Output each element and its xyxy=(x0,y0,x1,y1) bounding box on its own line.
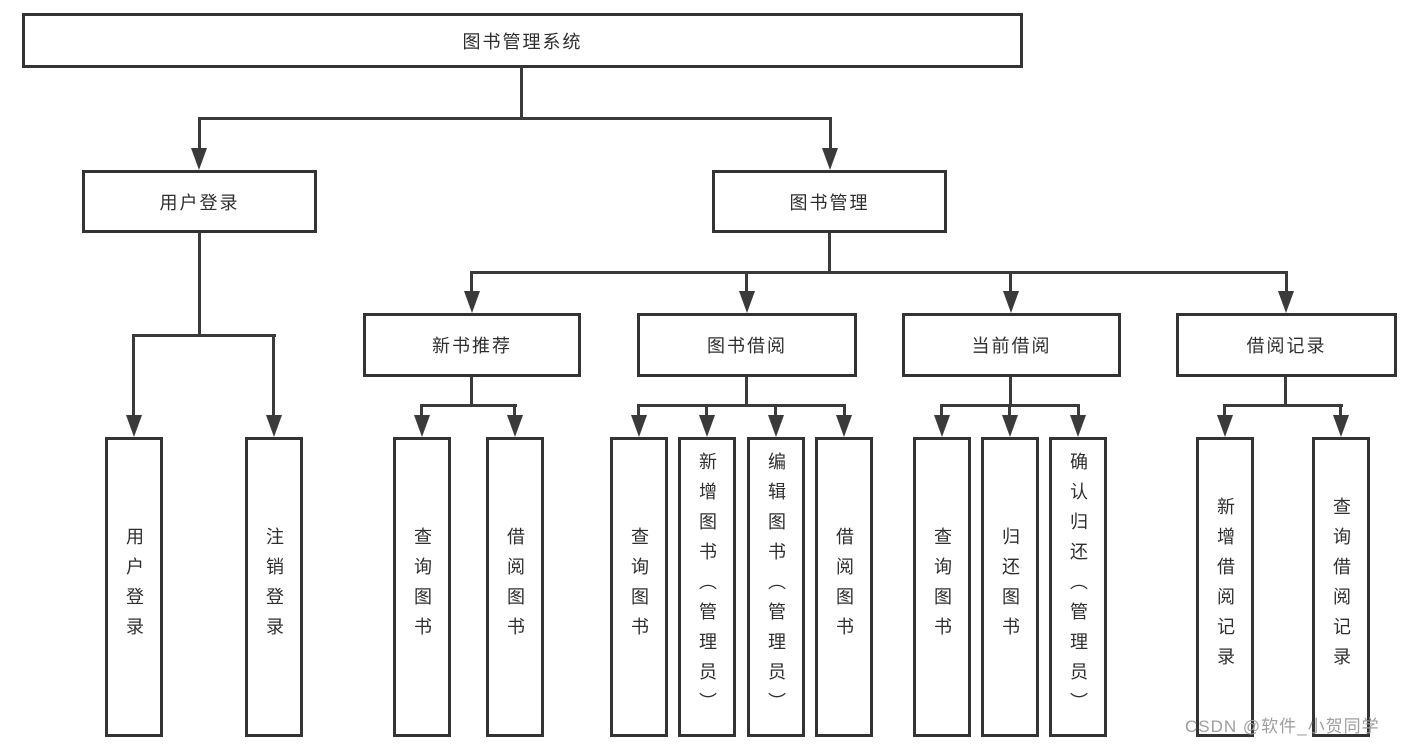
arrow-down-icon xyxy=(1002,415,1018,437)
arrow-down-icon xyxy=(191,148,207,170)
connector-line xyxy=(272,334,275,418)
connector-line xyxy=(828,233,831,274)
leaf-add-book: 新增图书（管理员） xyxy=(678,437,736,737)
arrow-down-icon xyxy=(1278,291,1294,313)
node-book-borrow-label: 图书借阅 xyxy=(707,336,787,356)
arrow-down-icon xyxy=(836,415,852,437)
connector-line xyxy=(470,271,473,295)
leaf-add-book-label: 新增图书（管理员） xyxy=(697,452,717,722)
node-user-login-label: 用户登录 xyxy=(159,192,240,213)
arrow-down-icon xyxy=(126,415,142,437)
arrow-down-icon xyxy=(739,291,755,313)
leaf-query-book-rec-label: 查询图书 xyxy=(412,527,432,647)
connector-line xyxy=(745,377,748,407)
leaf-add-borrow-record: 新增借阅记录 xyxy=(1196,437,1254,737)
connector-line xyxy=(637,404,640,418)
arrow-down-icon xyxy=(414,415,430,437)
arrow-down-icon xyxy=(507,415,523,437)
node-book-borrow: 图书借阅 xyxy=(637,313,857,377)
leaf-query-book-current: 查询图书 xyxy=(913,437,971,737)
arrow-down-icon xyxy=(1003,291,1019,313)
connector-line xyxy=(198,117,832,120)
connector-line xyxy=(1223,404,1226,418)
leaf-query-borrow-record: 查询借阅记录 xyxy=(1312,437,1370,737)
connector-line xyxy=(829,117,832,153)
leaf-add-borrow-record-label: 新增借阅记录 xyxy=(1215,497,1235,677)
connector-line xyxy=(513,404,516,418)
leaf-query-borrow-record-label: 查询借阅记录 xyxy=(1331,497,1351,677)
arrow-down-icon xyxy=(1070,415,1086,437)
node-borrow-record-label: 借阅记录 xyxy=(1246,336,1327,356)
node-current-borrow-label: 当前借阅 xyxy=(971,336,1052,356)
arrow-down-icon xyxy=(1333,415,1349,437)
connector-line xyxy=(132,334,276,337)
leaf-borrow-book-rec-label: 借阅图书 xyxy=(505,527,525,647)
connector-line xyxy=(1009,271,1012,295)
leaf-query-book-borrow-label: 查询图书 xyxy=(629,527,649,647)
leaf-borrow-book: 借阅图书 xyxy=(815,437,873,737)
node-root-label: 图书管理系统 xyxy=(462,31,583,52)
connector-line xyxy=(198,117,201,153)
node-current-borrow: 当前借阅 xyxy=(902,313,1121,377)
node-new-book-rec: 新书推荐 xyxy=(363,313,581,377)
connector-line xyxy=(198,233,201,337)
connector-line xyxy=(470,271,1288,274)
csdn-watermark: CSDN @软件_小贺同学 xyxy=(1185,717,1380,736)
leaf-confirm-return-label: 确认归还（管理员） xyxy=(1068,452,1088,722)
leaf-query-book-rec: 查询图书 xyxy=(393,437,451,737)
connector-line xyxy=(520,66,523,120)
connector-line xyxy=(132,334,135,418)
arrow-down-icon xyxy=(631,415,647,437)
leaf-return-book: 归还图书 xyxy=(981,437,1039,737)
connector-line xyxy=(1339,404,1342,418)
connector-line xyxy=(1008,404,1011,418)
arrow-down-icon xyxy=(699,415,715,437)
arrow-down-icon xyxy=(464,291,480,313)
connector-line xyxy=(420,404,517,407)
leaf-user-login: 用户登录 xyxy=(105,437,163,737)
node-book-mgmt-label: 图书管理 xyxy=(789,192,870,213)
node-borrow-record: 借阅记录 xyxy=(1176,313,1397,377)
connector-line xyxy=(940,404,943,418)
leaf-borrow-book-label: 借阅图书 xyxy=(834,527,854,647)
node-user-login: 用户登录 xyxy=(82,170,317,233)
leaf-query-book-borrow: 查询图书 xyxy=(610,437,668,737)
leaf-edit-book: 编辑图书（管理员） xyxy=(747,437,805,737)
connector-line xyxy=(470,377,473,407)
connector-line xyxy=(843,404,846,418)
connector-line xyxy=(745,271,748,295)
connector-line xyxy=(420,404,423,418)
arrow-down-icon xyxy=(768,415,784,437)
leaf-query-book-current-label: 查询图书 xyxy=(932,527,952,647)
connector-line xyxy=(1223,404,1343,407)
leaf-borrow-book-rec: 借阅图书 xyxy=(486,437,544,737)
leaf-return-book-label: 归还图书 xyxy=(1000,527,1020,647)
arrow-down-icon xyxy=(1217,415,1233,437)
arrow-down-icon xyxy=(822,148,838,170)
connector-line xyxy=(637,404,846,407)
node-root: 图书管理系统 xyxy=(22,13,1023,68)
arrow-down-icon xyxy=(266,415,282,437)
connector-line xyxy=(1285,271,1288,295)
connector-line xyxy=(1284,377,1287,407)
arrow-down-icon xyxy=(934,415,950,437)
leaf-logout-label: 注销登录 xyxy=(264,527,284,647)
node-new-book-rec-label: 新书推荐 xyxy=(432,336,512,356)
connector-line xyxy=(1077,404,1080,418)
connector-line xyxy=(774,404,777,418)
leaf-edit-book-label: 编辑图书（管理员） xyxy=(766,452,786,722)
leaf-logout: 注销登录 xyxy=(245,437,303,737)
connector-line xyxy=(1009,377,1012,407)
leaf-user-login-label: 用户登录 xyxy=(124,527,144,647)
connector-line xyxy=(705,404,708,418)
leaf-confirm-return: 确认归还（管理员） xyxy=(1049,437,1107,737)
node-book-mgmt: 图书管理 xyxy=(712,170,947,233)
